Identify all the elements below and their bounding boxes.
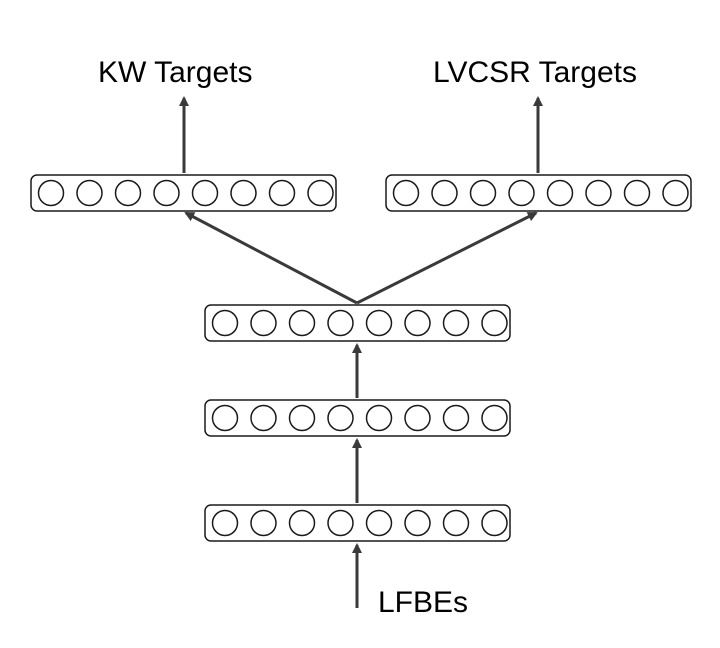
hidden3-to-kw-arrow bbox=[184, 211, 358, 305]
neuron-unit bbox=[268, 179, 296, 207]
neuron-unit bbox=[442, 404, 470, 432]
neuron-unit bbox=[288, 509, 316, 537]
neuron-unit bbox=[546, 179, 574, 207]
neuron-unit bbox=[404, 404, 431, 432]
neuron-unit bbox=[211, 509, 239, 537]
neuron-unit bbox=[191, 179, 219, 207]
neuron-unit bbox=[250, 309, 277, 337]
neuron-unit bbox=[442, 509, 470, 537]
layer-box bbox=[385, 174, 692, 212]
neuron-unit bbox=[76, 179, 103, 207]
layer-box bbox=[204, 399, 511, 437]
shared-hidden-layer-1 bbox=[204, 504, 511, 542]
neuron-unit bbox=[442, 309, 470, 337]
neuron-unit bbox=[392, 179, 420, 207]
neuron-unit bbox=[288, 404, 316, 432]
neuron-unit bbox=[327, 509, 354, 537]
lfbes-input-label: LFBEs bbox=[378, 586, 469, 619]
neuron-unit bbox=[365, 309, 393, 337]
neuron-unit bbox=[365, 509, 393, 537]
neuron-unit bbox=[508, 179, 535, 207]
neuron-unit bbox=[365, 404, 393, 432]
neuron-unit bbox=[469, 179, 497, 207]
neuron-unit bbox=[114, 179, 142, 207]
neuron-unit bbox=[662, 179, 689, 207]
kw-output-layer bbox=[30, 174, 337, 212]
hidden3-to-lvcsr-arrow bbox=[356, 211, 538, 305]
layer-box bbox=[204, 304, 511, 342]
neuron-unit bbox=[481, 309, 508, 337]
neuron-unit bbox=[211, 404, 239, 432]
neuron-unit bbox=[307, 179, 334, 207]
neuron-unit bbox=[481, 404, 508, 432]
neuron-unit bbox=[250, 509, 277, 537]
neuron-unit bbox=[327, 404, 354, 432]
connections bbox=[179, 96, 543, 608]
lvcsr-targets-label: LVCSR Targets bbox=[433, 56, 637, 89]
layer-box bbox=[204, 504, 511, 542]
lvcsr-output-layer bbox=[385, 174, 692, 212]
neuron-unit bbox=[404, 509, 431, 537]
neuron-unit bbox=[230, 179, 257, 207]
neuron-unit bbox=[327, 309, 354, 337]
layers bbox=[30, 174, 692, 542]
neuron-unit bbox=[623, 179, 651, 207]
shared-hidden-layer-3 bbox=[204, 304, 511, 342]
kw-targets-label: KW Targets bbox=[98, 56, 253, 89]
neuron-unit bbox=[585, 179, 612, 207]
neuron-unit bbox=[37, 179, 65, 207]
neuron-unit bbox=[211, 309, 239, 337]
neuron-unit bbox=[153, 179, 180, 207]
neuron-unit bbox=[481, 509, 508, 537]
neuron-unit bbox=[431, 179, 458, 207]
neuron-unit bbox=[250, 404, 277, 432]
neuron-unit bbox=[404, 309, 431, 337]
shared-hidden-layer-2 bbox=[204, 399, 511, 437]
neuron-unit bbox=[288, 309, 316, 337]
layer-box bbox=[30, 174, 337, 212]
